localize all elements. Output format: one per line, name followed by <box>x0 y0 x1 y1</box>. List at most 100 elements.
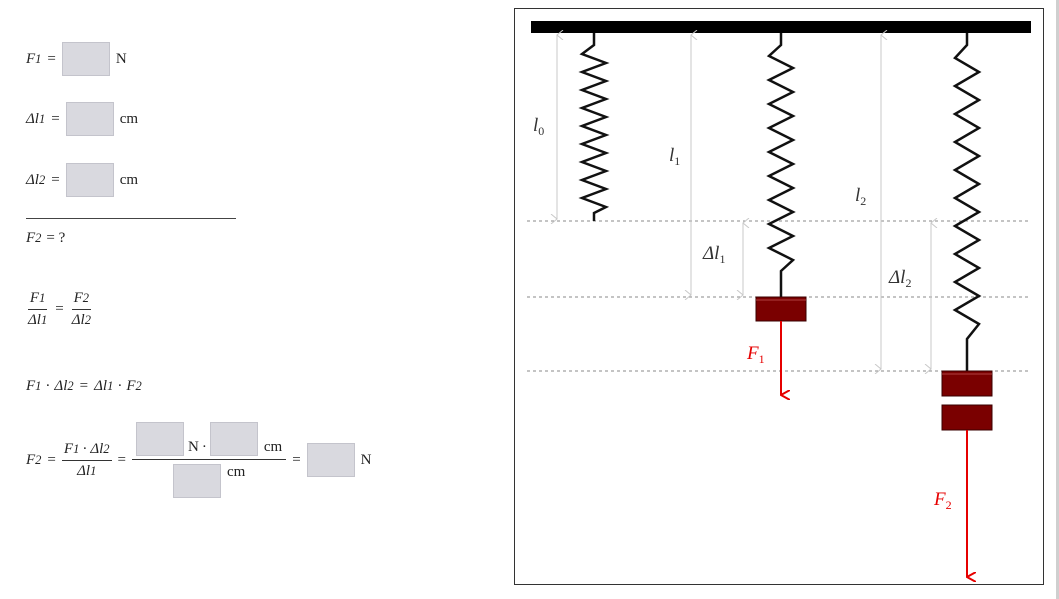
dot-operator: · <box>45 378 51 394</box>
dl1-subscript: 1 <box>38 111 46 126</box>
cross-f2-sub: 2 <box>135 379 142 393</box>
label-l0: l <box>533 115 538 136</box>
dl2-unit: cm <box>119 171 139 188</box>
prop-dl2: Δl <box>71 312 85 328</box>
res-f2: F <box>26 451 36 468</box>
prop-f2-sub: 2 <box>82 291 90 305</box>
equals-sign: = <box>79 378 89 394</box>
result-unit-n: N <box>188 439 199 455</box>
equals-sign: = <box>47 451 56 468</box>
dl2-subscript: 2 <box>38 172 46 187</box>
f2-symbol: F <box>26 230 36 246</box>
label-dl1-sub: 1 <box>719 252 725 266</box>
svg-text:F1: F1 <box>746 343 765 366</box>
result-dl1-input[interactable] <box>172 464 221 498</box>
scrollbar-edge <box>1056 0 1059 599</box>
res-num-dl2-sub: 2 <box>103 441 110 456</box>
result-unit-final: N <box>360 451 372 468</box>
spring-two-masses <box>952 33 982 371</box>
res-den-dl1-sub: 1 <box>90 463 97 478</box>
svg-text:Δl2: Δl2 <box>888 267 911 290</box>
label-f1: F <box>746 343 759 364</box>
spring-diagram-svg: l0 l1 l2 Δl1 Δl2 F1 F2 <box>527 21 1031 584</box>
dl2-symbol: Δl <box>26 171 39 188</box>
numeric-fraction: N · cm cm <box>132 422 287 498</box>
dot-operator: · <box>117 378 123 394</box>
equals-sign: = <box>51 171 60 188</box>
mass-single <box>755 296 807 322</box>
res-num-f1-sub: 1 <box>73 441 80 456</box>
equals-sign: = <box>117 451 127 468</box>
cross-dl1-sub: 1 <box>107 379 114 393</box>
result-f1-input[interactable] <box>136 422 185 456</box>
equals-sign: = <box>51 110 60 127</box>
svg-text:F2: F2 <box>933 489 952 512</box>
label-f2-sub: 2 <box>946 498 952 512</box>
prop-f2: F <box>73 290 83 306</box>
cross-dl1: Δl <box>94 378 108 394</box>
cross-dl2: Δl <box>54 378 68 394</box>
label-l0-sub: 0 <box>538 124 544 138</box>
ceiling-bar <box>531 21 1031 33</box>
prop-f1-sub: 1 <box>39 291 46 305</box>
spring-one-mass <box>766 33 796 297</box>
mass-double-top <box>941 370 993 397</box>
label-l2: l <box>855 185 860 206</box>
equals-sign: = <box>292 451 301 468</box>
result-unit-cm-num: cm <box>263 439 283 455</box>
cross-f2: F <box>126 378 136 394</box>
label-l2-sub: 2 <box>860 194 866 208</box>
dl1-input[interactable] <box>65 102 114 136</box>
prop-dl2-sub: 2 <box>84 313 91 327</box>
spring-diagram: l0 l1 l2 Δl1 Δl2 F1 F2 <box>514 8 1044 585</box>
svg-text:l0: l0 <box>533 115 544 138</box>
equals-sign: = <box>47 50 56 67</box>
spring-unloaded <box>578 33 610 221</box>
mass-double-bottom <box>941 404 993 431</box>
cross-f1: F <box>26 378 36 394</box>
res-num-dl2: Δl <box>90 440 104 457</box>
label-f2: F <box>933 489 946 510</box>
f1-unit: N <box>115 50 127 67</box>
equals-sign: = <box>55 301 64 317</box>
f2-subscript: 2 <box>35 231 42 245</box>
prop-f1: F <box>29 290 40 306</box>
label-f1-sub: 1 <box>759 352 765 366</box>
given-separator <box>26 218 236 219</box>
dl2-input[interactable] <box>65 163 114 197</box>
label-dl2: Δl <box>888 267 905 288</box>
svg-text:Δl1: Δl1 <box>702 243 725 266</box>
svg-text:l2: l2 <box>855 185 866 208</box>
result-unit-cm-den: cm <box>226 464 246 480</box>
result-dl2-input[interactable] <box>209 422 258 456</box>
dot-operator: · <box>82 440 88 457</box>
f1-input[interactable] <box>61 42 110 76</box>
f1-symbol: F <box>26 50 36 67</box>
label-l1-sub: 1 <box>674 154 680 168</box>
dl1-symbol: Δl <box>26 110 39 127</box>
cross-f1-sub: 1 <box>35 379 42 393</box>
prop-dl1-sub: 1 <box>40 313 48 327</box>
f1-subscript: 1 <box>35 51 42 66</box>
result-f2-input[interactable] <box>306 443 355 477</box>
dot-operator: · <box>201 439 207 455</box>
label-dl1: Δl <box>702 243 719 264</box>
dl1-unit: cm <box>119 110 139 127</box>
res-den-dl1: Δl <box>77 462 91 479</box>
label-dl2-sub: 2 <box>905 276 911 290</box>
prop-dl1: Δl <box>28 312 41 328</box>
res-f2-sub: 2 <box>35 452 42 467</box>
svg-text:l1: l1 <box>669 145 680 168</box>
cross-dl2-sub: 2 <box>67 379 74 393</box>
label-l1: l <box>669 145 674 166</box>
